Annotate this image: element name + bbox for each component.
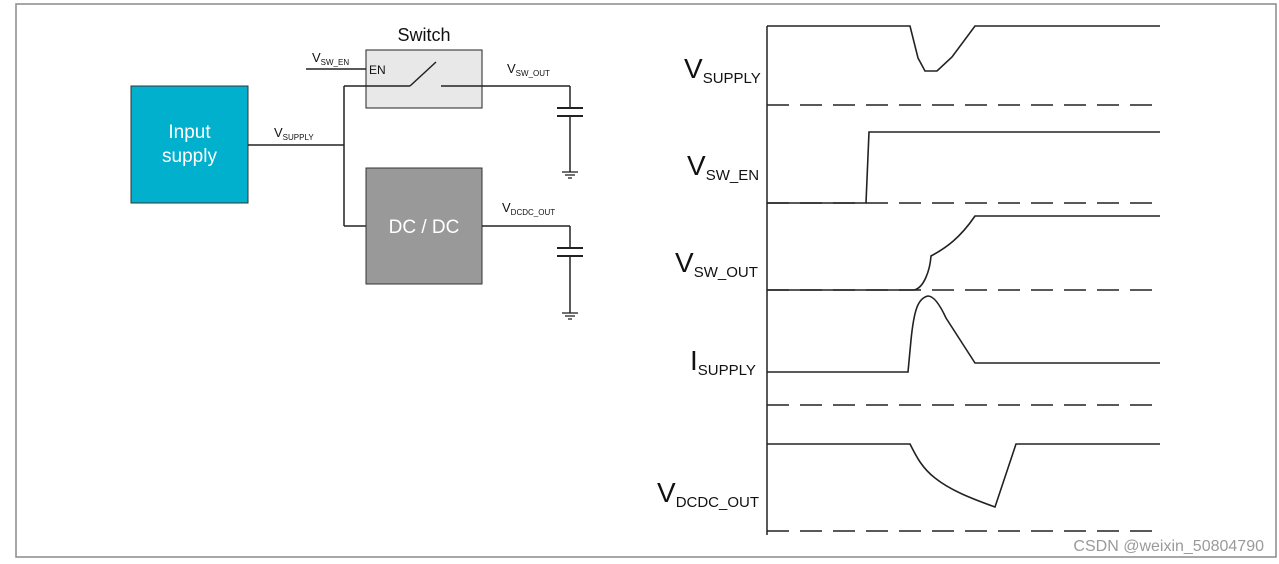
label-v-supply: VSUPPLY	[684, 53, 761, 87]
schematic: Input supply VSUPPLY Switch EN VSW_EN	[130, 25, 583, 320]
dcdc-box	[365, 167, 483, 285]
trace-v-dcdc-out	[767, 443, 1160, 509]
dcdc-ground-icon	[562, 312, 578, 320]
v-dcdc-out-label: VDCDC_OUT	[502, 200, 555, 217]
label-v-sw-out: VSW_OUT	[675, 247, 758, 281]
figure-border	[15, 3, 1277, 558]
trace-v-sw-en	[767, 131, 1160, 204]
waveform-baselines	[767, 104, 1160, 532]
switch-blade	[409, 61, 437, 87]
label-v-dcdc-out: VDCDC_OUT	[657, 477, 759, 511]
switch-en-label: EN	[369, 63, 386, 77]
switch-box	[365, 49, 483, 109]
trace-v-sw-out	[767, 215, 1160, 291]
switch-title: Switch	[397, 25, 450, 45]
watermark-text: CSDN @weixin_50804790	[1073, 538, 1264, 555]
input-supply-label-2: supply	[162, 146, 217, 167]
sw-out-ground-icon	[562, 171, 578, 179]
trace-i-supply	[767, 295, 1160, 373]
label-i-supply: ISUPPLY	[690, 345, 756, 379]
input-supply-label-1: Input	[168, 122, 211, 143]
v-sw-out-label: VSW_OUT	[507, 61, 550, 78]
trace-v-supply	[767, 25, 1160, 72]
waveforms	[766, 25, 1160, 535]
v-supply-label: VSUPPLY	[274, 125, 314, 142]
input-supply-box	[130, 85, 249, 204]
dcdc-label: DC / DC	[389, 217, 460, 238]
label-v-sw-en: VSW_EN	[687, 150, 759, 184]
waveform-labels: VSUPPLY VSW_EN VSW_OUT ISUPPLY VDCDC_OUT	[657, 53, 761, 511]
v-sw-en-label: VSW_EN	[312, 50, 349, 67]
